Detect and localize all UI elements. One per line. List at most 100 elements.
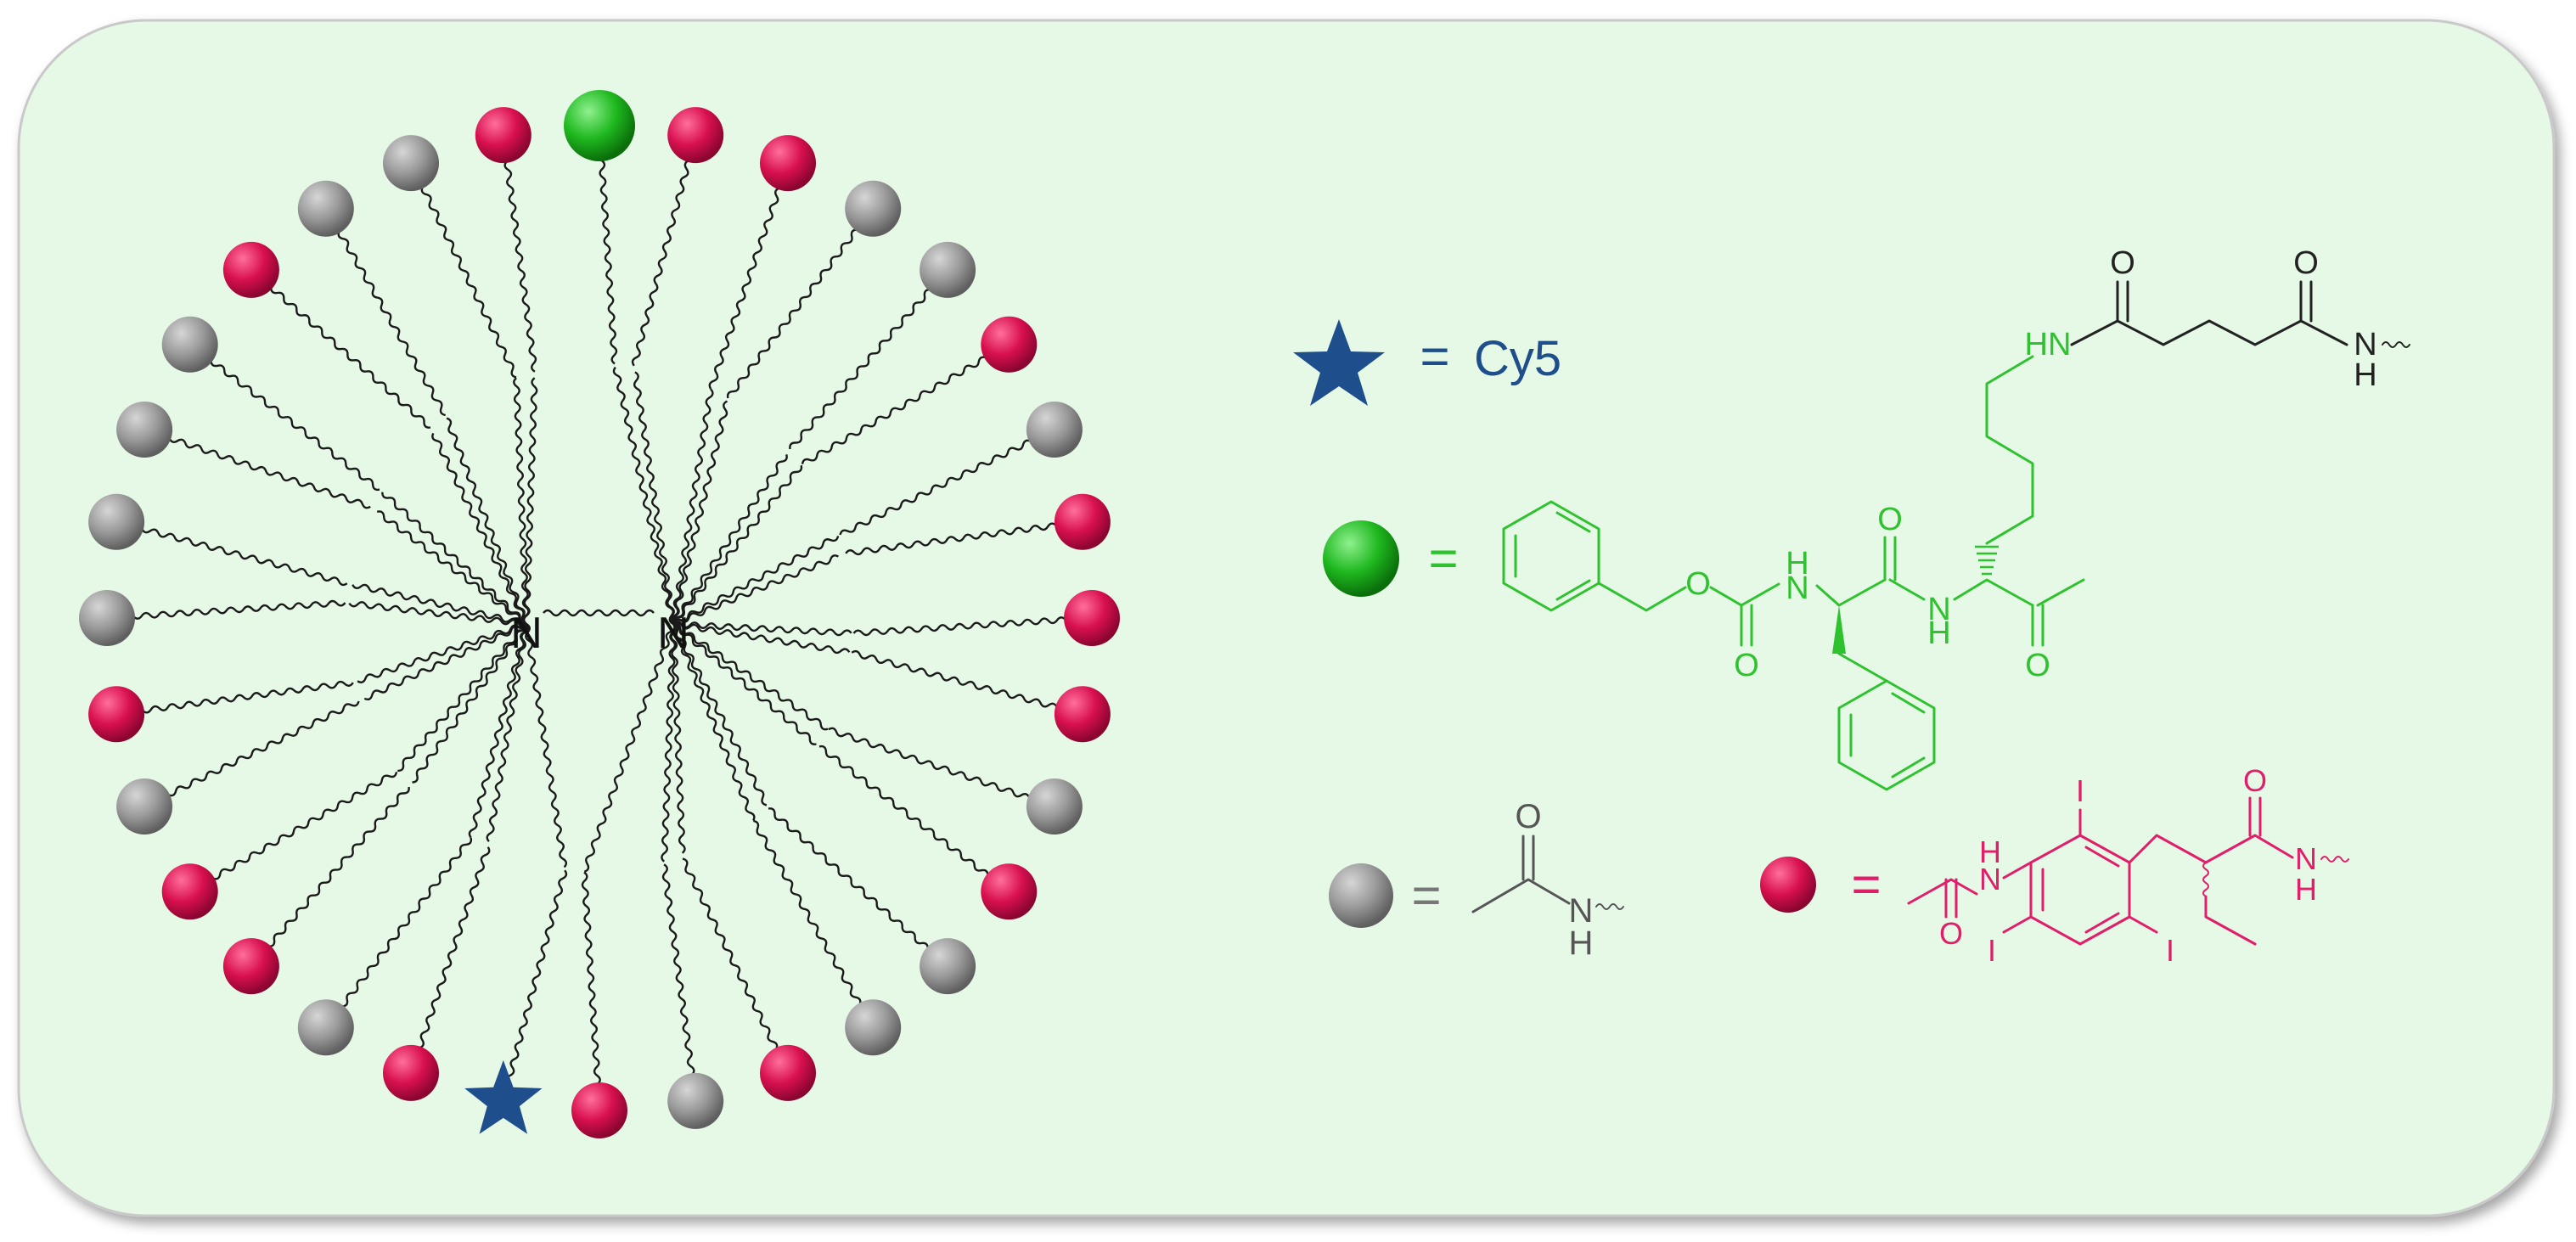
atom-n: N xyxy=(1569,892,1594,930)
atom-i: I xyxy=(1988,933,1996,968)
legend-cy5-label: Cy5 xyxy=(1474,331,1561,386)
atom-o: O xyxy=(2293,245,2319,281)
legend-equals-red: = xyxy=(1851,856,1881,913)
atom-o: O xyxy=(1939,916,1963,951)
dendrimer-arm-outer xyxy=(631,135,698,367)
dendrimer-arm-outer xyxy=(845,520,1083,556)
dendrimer-arm-inner xyxy=(525,622,568,868)
red-bead xyxy=(760,1044,816,1101)
dendrimer-arm-inner xyxy=(672,621,851,655)
dendrimer-arm-inner xyxy=(672,622,756,822)
dendrimer-arm-inner xyxy=(446,417,527,626)
dendrimer-arm-inner xyxy=(363,623,528,701)
red-bead xyxy=(222,241,279,298)
grey-bead xyxy=(1026,778,1083,835)
dendrimer-arm-outer xyxy=(189,772,398,891)
dendrimer-arm-inner xyxy=(672,464,803,625)
dendrimer-arm-outer xyxy=(107,599,346,621)
red-bead xyxy=(222,938,279,995)
dendrimer-arm-outer xyxy=(251,269,431,429)
red-bead xyxy=(981,316,1038,373)
legend-cy5: = Cy5 xyxy=(1293,319,1561,406)
atom-n: N xyxy=(2354,327,2376,362)
dendrimer-arm-inner xyxy=(522,377,538,625)
legend-grey-bead: = xyxy=(1329,863,1442,928)
dendrimer-arm-inner xyxy=(348,601,527,627)
atom-hn: HN xyxy=(2025,327,2072,362)
dendrimer-arm-inner xyxy=(672,622,817,745)
cy5-star-icon xyxy=(464,1059,543,1134)
atom-i: I xyxy=(2166,933,2174,968)
atom-n: N xyxy=(1927,592,1950,627)
core-nitrogen-left: N xyxy=(510,609,543,658)
legend-equals-green: = xyxy=(1428,530,1458,587)
dendrimer-arm-inner xyxy=(357,623,528,683)
dendrimer-arm-outer xyxy=(596,126,618,365)
dendrimer-arm-inner xyxy=(513,377,530,625)
dendrimer-arm-outer xyxy=(851,649,1083,717)
atom-o: O xyxy=(2243,763,2267,798)
dendrimer-arm-inner xyxy=(661,623,677,863)
grey-bead xyxy=(297,180,354,237)
atom-h: H xyxy=(1979,835,2001,869)
dendrimer-arm-outer xyxy=(324,837,473,1027)
red-bead xyxy=(88,686,145,743)
dendrimer-arm-inner xyxy=(412,623,528,784)
red-bead xyxy=(1064,590,1120,646)
dendrimer-arm-inner xyxy=(670,623,686,854)
atom-h: H xyxy=(1569,924,1594,962)
dendrimer-beads xyxy=(79,90,1120,1138)
dendrimer-arm-outer xyxy=(581,871,603,1110)
red-bead-icon xyxy=(1760,857,1816,913)
dendrimer-arm-inner xyxy=(468,623,529,839)
atom-o: O xyxy=(1685,566,1711,602)
dendrimer-arm-outer xyxy=(326,208,446,417)
dendrimer-arm-outer xyxy=(250,786,410,966)
green-bead-icon xyxy=(1323,520,1399,597)
red-bead xyxy=(981,863,1038,920)
atom-o: O xyxy=(1734,648,1759,683)
red-structure: O H N I I I O N H xyxy=(1907,763,2349,968)
dendrimer-arm-inner xyxy=(672,454,788,625)
grey-bead xyxy=(920,938,976,995)
grey-bead xyxy=(297,999,354,1056)
dendrimer-arm-outer xyxy=(408,846,491,1073)
grey-bead xyxy=(920,241,976,298)
grey-bead xyxy=(383,135,439,192)
grey-bead xyxy=(116,778,173,835)
dendrimer-arm-inner xyxy=(583,623,676,873)
dendrimer-arm-outer xyxy=(190,343,380,492)
dendrimer-arm-inner xyxy=(670,388,714,625)
atom-h: H xyxy=(1786,546,1808,582)
dendrimer-arm-inner xyxy=(376,510,527,626)
dendrimer-arm-outer xyxy=(144,427,371,509)
dendrimer-arm-inner xyxy=(670,400,728,625)
grey-bead xyxy=(79,590,135,646)
red-bead xyxy=(760,135,816,192)
atom-o: O xyxy=(2025,648,2050,683)
core-linker xyxy=(543,609,655,617)
core-nitrogen-right: N xyxy=(657,609,689,658)
dendrimer-arm-inner xyxy=(672,622,768,806)
red-bead xyxy=(1054,493,1111,550)
dendrimer-arm-outer xyxy=(501,135,537,373)
grey-bead xyxy=(845,999,902,1056)
dendrimer-arm-outer xyxy=(144,700,360,806)
dendrimer-arm-inner xyxy=(672,621,852,637)
green-bead xyxy=(564,90,635,161)
dendrimer-arm-outer xyxy=(852,615,1092,637)
dendrimer-arm-outer xyxy=(753,819,873,1028)
grey-bead xyxy=(1026,402,1083,458)
atom-o: O xyxy=(1877,502,1903,537)
dendrimer-arm-inner xyxy=(397,623,528,773)
atom-h: H xyxy=(2295,872,2317,907)
black-linker-structure: O O N H xyxy=(2070,245,2410,393)
grey-bead xyxy=(116,402,173,458)
dendrimer-arm-outer xyxy=(682,857,788,1073)
dendrimer-arm-inner xyxy=(381,492,527,626)
dendrimer-arm-outer xyxy=(818,745,1009,893)
dendrimer-arm-outer xyxy=(411,163,517,379)
atom-h: H xyxy=(2354,357,2376,393)
legend-green-bead: = xyxy=(1323,520,1459,597)
